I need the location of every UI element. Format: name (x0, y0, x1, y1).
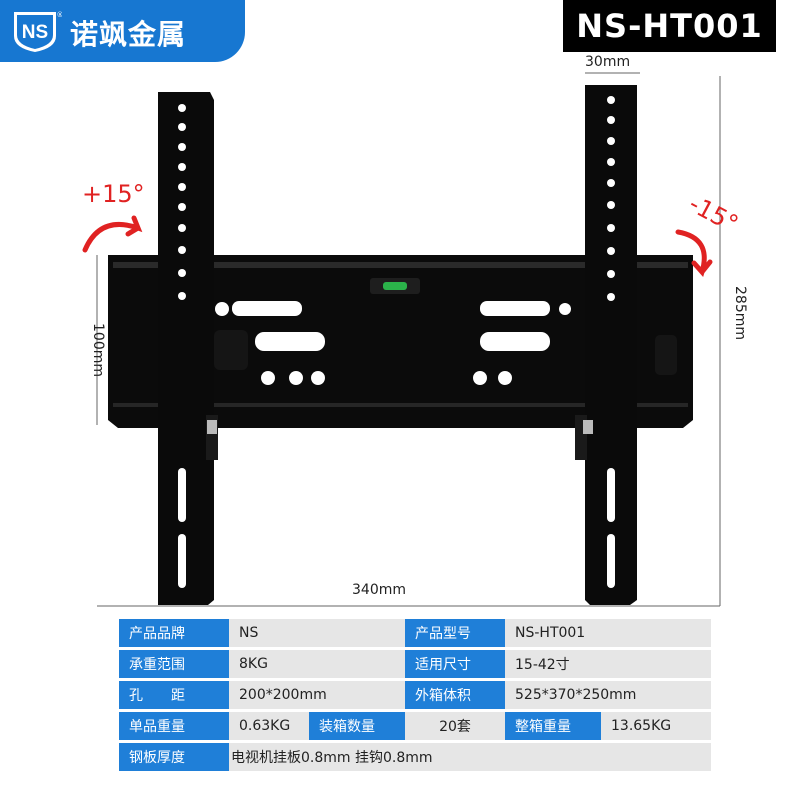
spec-value: 0.63KG (229, 712, 309, 740)
spec-value: 200*200mm (229, 681, 405, 709)
model-badge: NS-HT001 (563, 0, 776, 52)
table-row: 产品品牌 NS 产品型号 NS-HT001 (119, 619, 711, 647)
table-row: 钢板厚度 电视机挂板0.8mm 挂钩0.8mm (119, 743, 711, 771)
brand-logo-icon: NS ® (14, 11, 63, 52)
registered-mark: ® (57, 11, 63, 19)
dimension-bottom-width: 340mm (352, 582, 406, 598)
spec-label: 适用尺寸 (405, 650, 505, 678)
dimension-right-height: 285mm (732, 286, 748, 340)
spec-value: 13.65KG (601, 712, 711, 740)
spec-value: NS-HT001 (505, 619, 711, 647)
brand-name: 诺飒金属 (70, 18, 187, 51)
spec-value: 8KG (229, 650, 405, 678)
spec-label: 钢板厚度 (119, 743, 229, 771)
left-arm (158, 92, 248, 605)
table-row: 承重范围 8KG 适用尺寸 15-42寸 (119, 650, 711, 678)
table-row: 孔 距 200*200mm 外箱体积 525*370*250mm (119, 681, 711, 709)
spec-label: 整箱重量 (505, 712, 601, 740)
table-row: 单品重量 0.63KG 装箱数量 20套 整箱重量 13.65KG (119, 712, 711, 740)
spec-label: 外箱体积 (405, 681, 505, 709)
spec-value: 电视机挂板0.8mm 挂钩0.8mm (229, 743, 711, 771)
dimension-left-height: 100mm (90, 323, 106, 377)
spec-value: NS (229, 619, 405, 647)
tilt-up-label: +15° (82, 180, 145, 208)
spec-label: 产品型号 (405, 619, 505, 647)
spec-value: 20套 (405, 712, 505, 740)
spec-value: 15-42寸 (505, 650, 711, 678)
tv-bracket-illustration (82, 72, 721, 607)
right-arm (575, 85, 677, 605)
spec-label: 产品品牌 (119, 619, 229, 647)
spec-label: 单品重量 (119, 712, 229, 740)
dimension-lines (96, 72, 721, 607)
tilt-down-arrow-icon (675, 229, 713, 278)
spec-label: 装箱数量 (309, 712, 405, 740)
spec-label: 承重范围 (119, 650, 229, 678)
wall-plate (108, 255, 693, 428)
dimension-top-width: 30mm (585, 54, 631, 70)
spec-value: 525*370*250mm (505, 681, 711, 709)
spec-label: 孔 距 (119, 681, 229, 709)
tilt-up-arrow-icon (82, 215, 143, 253)
logo-text: NS (22, 22, 48, 43)
spec-table: 产品品牌 NS 产品型号 NS-HT001 承重范围 8KG 适用尺寸 15-4… (119, 616, 711, 774)
